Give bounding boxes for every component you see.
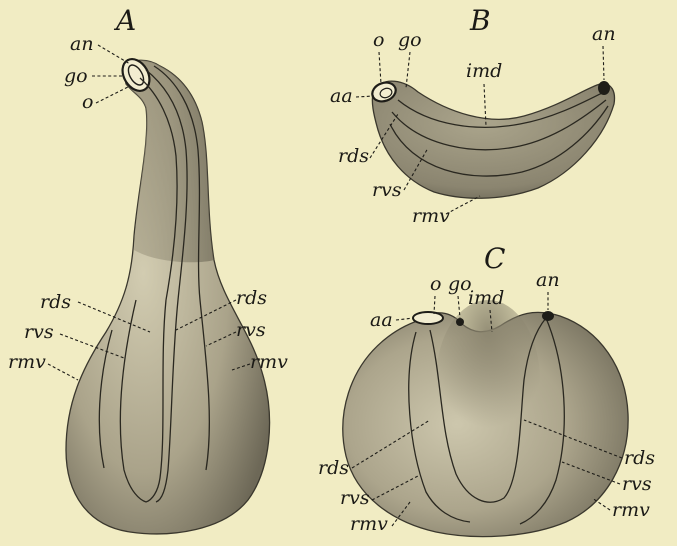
panel-c-anus-spot	[542, 311, 554, 321]
label-a-rmv-right: rmv	[250, 351, 288, 373]
panel-b: B o go an imd aa rds rvs rmv	[330, 4, 616, 227]
label-c-rmv-left: rmv	[350, 513, 388, 535]
label-a-rds-left: rds	[40, 291, 71, 313]
panel-c-title: C	[484, 242, 505, 275]
label-c-rmv-right: rmv	[612, 499, 650, 521]
label-c-an: an	[536, 269, 560, 291]
label-c-o: o	[430, 273, 441, 295]
label-a-rvs-left: rvs	[24, 321, 54, 343]
label-c-rvs-left: rvs	[340, 487, 370, 509]
label-a-o: o	[82, 91, 93, 113]
panel-c-mouth-ring	[413, 312, 443, 324]
panel-a: A an go o rds rvs rmv	[8, 4, 288, 534]
label-a-rds-right: rds	[236, 287, 267, 309]
label-a-rvs-right: rvs	[236, 319, 266, 341]
label-b-o: o	[373, 29, 384, 51]
panel-c: C o go imd an aa rds rvs	[318, 242, 655, 537]
label-b-go: go	[398, 29, 422, 51]
label-c-rds-right: rds	[624, 447, 655, 469]
label-b-rds: rds	[338, 145, 369, 167]
label-a-go: go	[64, 65, 88, 87]
panel-b-title: B	[469, 4, 491, 37]
label-c-imd: imd	[468, 287, 504, 309]
panel-b-embryo-body	[372, 81, 614, 198]
label-b-an: an	[592, 23, 616, 45]
panel-a-title: A	[113, 4, 136, 37]
label-a-an: an	[70, 33, 94, 55]
label-b-rmv: rmv	[412, 205, 450, 227]
label-b-aa: aa	[330, 85, 353, 107]
panel-c-gonopore	[456, 318, 464, 326]
label-c-rds-left: rds	[318, 457, 349, 479]
label-b-rvs: rvs	[372, 179, 402, 201]
label-b-imd: imd	[466, 60, 502, 82]
label-c-rvs-right: rvs	[622, 473, 652, 495]
panel-b-anus-spot	[598, 81, 610, 95]
label-c-aa: aa	[370, 309, 393, 331]
label-a-rmv-left: rmv	[8, 351, 46, 373]
